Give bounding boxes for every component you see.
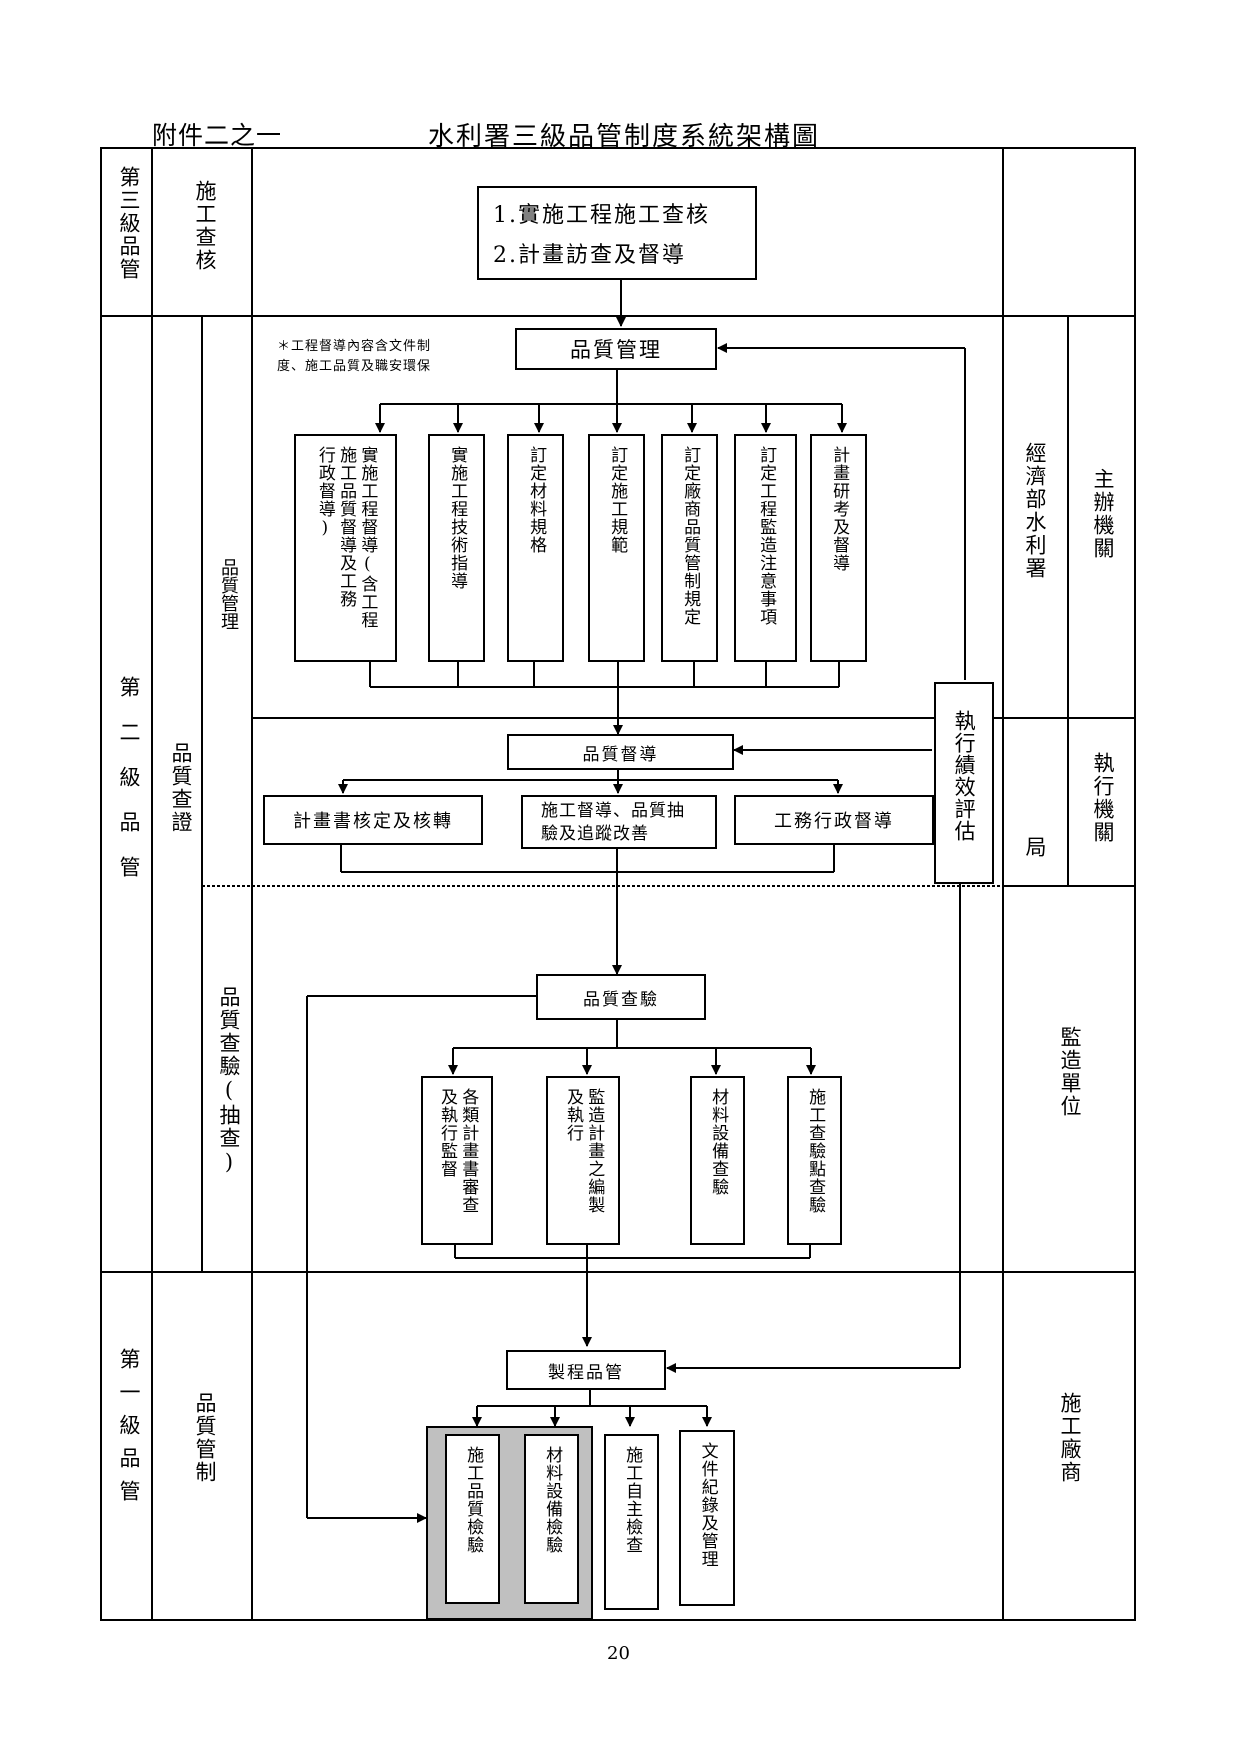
org-bureau-label: 局 — [1023, 836, 1047, 859]
insp-item-box-4: 施工查驗點查驗 — [787, 1076, 842, 1245]
role-executing-agency-label: 執行機關 — [1091, 752, 1115, 844]
qm-item-box-7: 計畫研考及督導 — [810, 434, 867, 662]
qm-item-text-3: 訂定材料規格 — [526, 446, 547, 554]
page-number: 20 — [607, 1643, 630, 1664]
quality-verification-label: 品質查證 — [169, 742, 193, 834]
quality-inspection-box: 品質查驗 — [536, 974, 706, 1020]
quality-mgmt-box: 品質管理 — [515, 328, 717, 370]
qm-item-box-5: 訂定廠商品質管制規定 — [661, 434, 718, 662]
qm-item-text-2: 實施工程技術指導 — [447, 446, 468, 590]
qm-item-box-1: 實施工程督導(含工程 施工品質督導及工務 行政督導) — [294, 434, 397, 662]
qm-item-text-4: 訂定施工規範 — [607, 446, 628, 554]
supervision-item-box-1: 計畫書核定及核轉 — [263, 795, 483, 845]
insp-item-text-2: 監造計畫之編製 及執行 — [563, 1088, 605, 1214]
org-supervision-unit-label: 監造單位 — [1058, 1026, 1082, 1118]
role-host-agency-label: 主辦機關 — [1091, 468, 1115, 560]
process-item-text-2: 材料設備檢驗 — [542, 1446, 563, 1554]
org-wra-label: 經濟部水利署 — [1023, 442, 1047, 580]
qm-item-box-2: 實施工程技術指導 — [428, 434, 485, 662]
supervision-item-box-3: 工務行政督導 — [734, 795, 934, 845]
qm-item-box-4: 訂定施工規範 — [588, 434, 645, 662]
qm-item-text-6: 訂定工程監造注意事項 — [756, 446, 777, 626]
qm-item-text-7: 計畫研考及督導 — [829, 446, 850, 572]
supervision-item-box-2: 施工督導、品質抽 驗及追蹤改善 — [521, 795, 717, 849]
audit-line-1: 1.實施工程施工查核 — [493, 203, 710, 228]
audit-line-2: 2.計畫訪查及督導 — [493, 243, 686, 268]
performance-evaluation-box: 執行績效評估 — [934, 682, 994, 884]
qm-item-box-6: 訂定工程監造注意事項 — [734, 434, 797, 662]
quality-control-label: 品質管制 — [193, 1392, 217, 1484]
audit-box: 1.實施工程施工查核 2.計畫訪查及督導 — [477, 186, 757, 280]
process-item-box-4: 文件紀錄及管理 — [679, 1430, 735, 1606]
qm-item-box-3: 訂定材料規格 — [507, 434, 564, 662]
attachment-label: 附件二之一 — [152, 121, 283, 150]
insp-item-box-2: 監造計畫之編製 及執行 — [546, 1076, 620, 1245]
insp-item-text-1: 各類計畫書審查 及執行監督 — [437, 1088, 479, 1214]
construction-audit-label: 施工查核 — [193, 180, 217, 272]
insp-item-box-3: 材料設備查驗 — [690, 1076, 745, 1245]
insp-item-text-4: 施工查驗點查驗 — [805, 1088, 826, 1214]
supervision-note: ＊工程督導內容含文件制 度、施工品質及職安環保 — [277, 337, 431, 377]
process-item-box-2: 材料設備檢驗 — [524, 1434, 579, 1604]
level2-label: 第二級品管 — [117, 676, 141, 901]
quality-supervision-box: 品質督導 — [507, 734, 734, 770]
insp-item-text-3: 材料設備查驗 — [708, 1088, 729, 1196]
process-qc-box: 製程品管 — [506, 1350, 666, 1390]
note-line-1: ＊工程督導內容含文件制 — [277, 339, 432, 354]
quality-inspection-col-label: 品質查驗(抽查) — [217, 986, 241, 1176]
insp-item-box-1: 各類計畫書審查 及執行監督 — [421, 1076, 493, 1245]
quality-mgmt-col-label: 品質管理 — [218, 558, 239, 630]
note-line-2: 度、施工品質及職安環保 — [277, 359, 432, 374]
level3-label: 第三級品管 — [117, 166, 141, 281]
qm-item-text-5: 訂定廠商品質管制規定 — [680, 446, 701, 626]
org-contractor-label: 施工廠商 — [1058, 1392, 1082, 1484]
process-item-text-4: 文件紀錄及管理 — [697, 1442, 718, 1568]
process-item-box-3: 施工自主檢查 — [604, 1434, 659, 1610]
performance-evaluation-text: 執行績效評估 — [952, 710, 977, 842]
level1-label: 第一級品管 — [117, 1348, 141, 1513]
process-item-text-1: 施工品質檢驗 — [463, 1446, 484, 1554]
qm-item-text-1: 實施工程督導(含工程 施工品質督導及工務 行政督導) — [314, 446, 378, 629]
process-item-box-1: 施工品質檢驗 — [445, 1434, 500, 1604]
process-item-text-3: 施工自主檢查 — [622, 1446, 643, 1554]
